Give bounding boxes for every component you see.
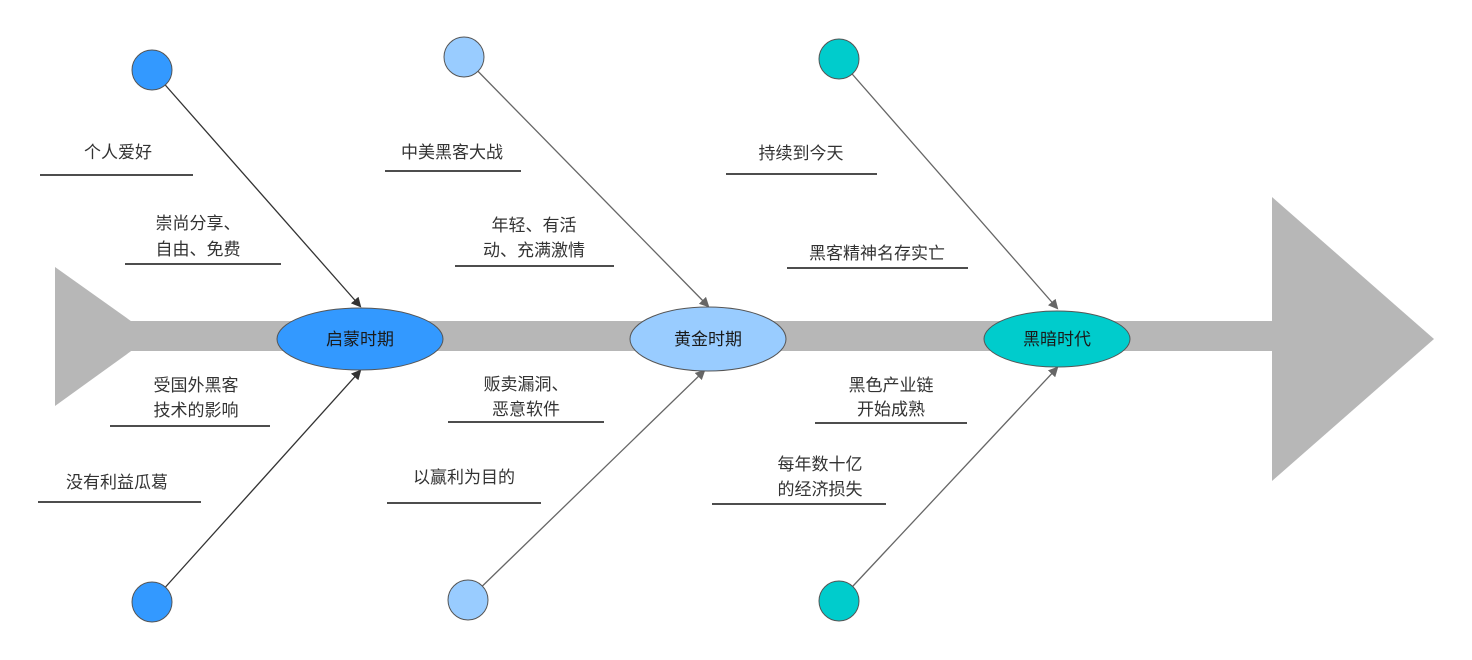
bone-upper <box>838 58 1059 310</box>
bone-upper <box>463 56 710 308</box>
stage-dot-top <box>818 38 860 80</box>
stage-1: 启蒙时期 个人爱好 崇尚分享、 自由、免费 受国外黑客 技术的影响 没有利益瓜葛 <box>38 49 444 623</box>
stage-dot-bottom <box>818 580 860 622</box>
stage-dot-top <box>443 36 485 78</box>
cause-label: 动、充满激情 <box>483 241 585 261</box>
cause-label: 技术的影响 <box>154 401 239 421</box>
bone-upper <box>151 69 362 308</box>
stage-dot-top <box>131 49 173 91</box>
cause-label: 崇尚分享、 <box>156 214 241 234</box>
bone-lower <box>467 369 706 601</box>
stage-node[interactable] <box>276 307 444 371</box>
bone-lower <box>838 366 1059 602</box>
cause-label: 以赢利为目的 <box>413 468 515 488</box>
bone-lower <box>151 369 362 603</box>
cause-label: 的经济损失 <box>778 480 863 500</box>
stage-node-label: 启蒙时期 <box>326 330 394 350</box>
cause-label: 恶意软件 <box>492 400 560 420</box>
cause-label: 贩卖漏洞、 <box>484 375 569 395</box>
cause-label: 受国外黑客 <box>154 376 239 396</box>
cause-label: 没有利益瓜葛 <box>66 473 168 493</box>
stage-node-label: 黑暗时代 <box>1023 330 1091 350</box>
cause-label: 黑客精神名存实亡 <box>809 244 945 264</box>
cause-label: 自由、免费 <box>156 240 241 260</box>
stage-3: 黑暗时代 持续到今天 黑客精神名存实亡 黑色产业链 开始成熟 每年数十亿 的经济… <box>712 38 1131 622</box>
cause-label: 黑色产业链 <box>849 376 934 396</box>
stage-2: 黄金时期 中美黑客大战 年轻、有活 动、充满激情 贩卖漏洞、 恶意软件 以赢利为… <box>385 36 787 621</box>
cause-label: 每年数十亿 <box>778 455 863 475</box>
stage-node[interactable] <box>629 306 787 372</box>
cause-label: 个人爱好 <box>84 143 152 163</box>
stage-node-label: 黄金时期 <box>674 330 742 350</box>
cause-label: 年轻、有活 <box>492 216 577 236</box>
stage-dot-bottom <box>131 581 173 623</box>
cause-label: 开始成熟 <box>857 399 925 420</box>
head-arrow <box>1272 197 1434 481</box>
stage-dot-bottom <box>447 579 489 621</box>
cause-label: 持续到今天 <box>759 144 844 164</box>
cause-label: 中美黑客大战 <box>401 143 503 163</box>
stage-node[interactable] <box>983 310 1131 368</box>
